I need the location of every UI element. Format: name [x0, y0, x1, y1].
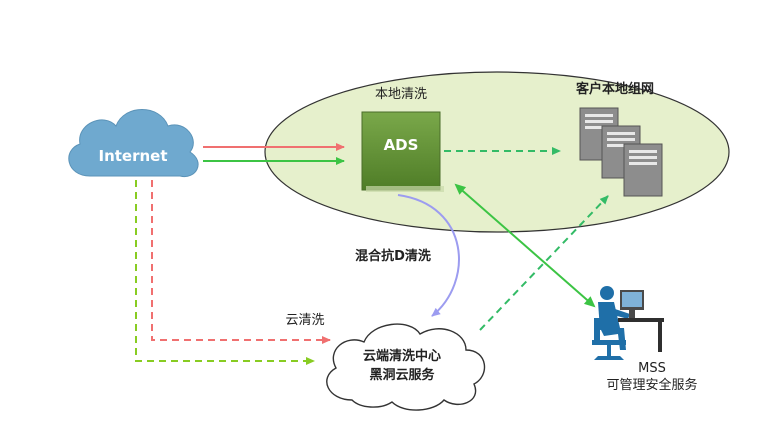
hybrid-label: 混合抗D清洗	[355, 248, 431, 264]
cloud-scrub-label: 云清洗	[285, 313, 324, 328]
cloud-scrub-center-icon	[326, 323, 486, 411]
cloud-center-line1: 云端清洗中心	[363, 348, 441, 364]
cloud-icon	[68, 109, 199, 178]
ads-device	[361, 111, 441, 191]
cloud-to-network-arrow	[479, 195, 609, 331]
attack-to-cloud-arrow	[151, 180, 331, 344]
mss-line1: MSS	[638, 361, 666, 376]
cloud-center-line2: 黑洞云服务	[369, 367, 435, 383]
ads-label: ADS	[384, 136, 419, 154]
operator-workstation-icon	[592, 286, 664, 360]
server-stack-icon	[579, 107, 663, 197]
ads-mss-link-arrow	[454, 183, 596, 308]
traffic-to-cloud-arrow	[135, 180, 315, 365]
local-scrub-label: 本地清洗	[375, 87, 427, 102]
internet-label: Internet	[98, 147, 167, 165]
mss-line2: 可管理安全服务	[606, 377, 697, 393]
customer-network-label: 客户本地组网	[576, 81, 654, 97]
